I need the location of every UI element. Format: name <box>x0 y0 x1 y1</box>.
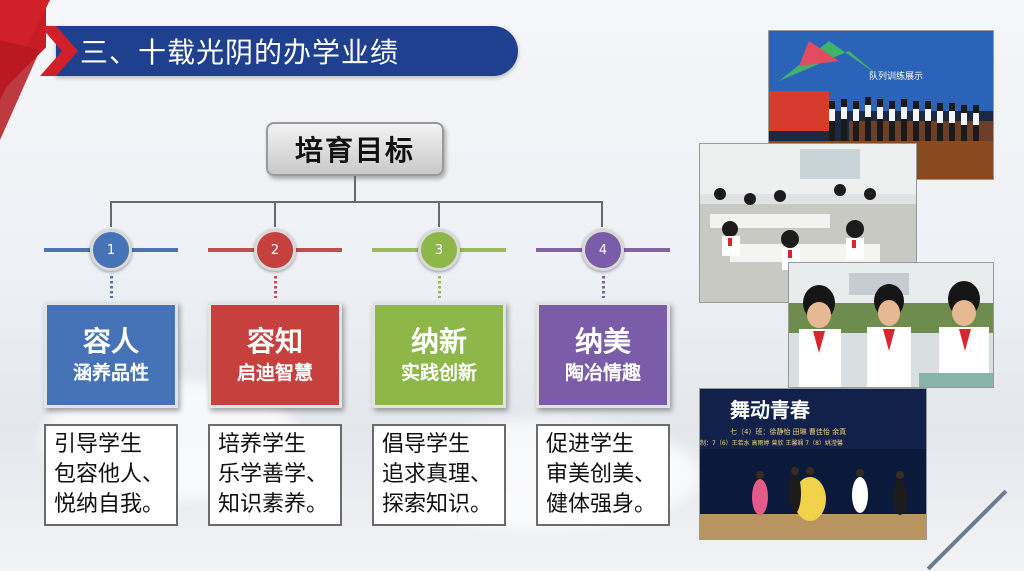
goal-title: 纳美 <box>574 325 631 358</box>
goal-dotted-connector <box>274 276 277 298</box>
goal-number-badge: 2 <box>254 229 296 271</box>
goal-dotted-connector <box>438 276 441 298</box>
goal-dotted-connector <box>602 276 605 298</box>
goal-description: 培养学生 乐学善学、 知识素养。 <box>218 432 329 517</box>
goal-description-box: 促进学生 审美创美、 健体强身。 <box>536 424 670 526</box>
goal-description-box: 倡导学生 追求真理、 探索知识。 <box>372 424 506 526</box>
dance-title-text: 舞动青春 <box>730 398 811 422</box>
connector-line <box>438 201 440 227</box>
red-corner-graphic <box>0 0 70 140</box>
goal-card: 容人涵养品性 <box>44 302 178 408</box>
connector-line <box>110 201 602 203</box>
goal-subtitle: 涵养品性 <box>72 362 149 384</box>
goal-subtitle: 陶冶情趣 <box>564 362 641 384</box>
goal-root-node: 培育目标 <box>266 122 444 176</box>
connector-line <box>110 201 112 227</box>
goal-subtitle: 实践创新 <box>400 362 477 384</box>
dance-caption-1: 七（4）班：徐静怡 田琳 曹佳怡 余真 <box>730 427 846 436</box>
stage-banner-text: 队列训练展示 <box>869 70 923 82</box>
goal-number: 4 <box>598 242 608 258</box>
goal-description: 倡导学生 追求真理、 探索知识。 <box>382 432 493 517</box>
dance-performance-photo: 舞动青春 七（4）班：徐静怡 田琳 曹佳怡 余真 制：7（6）王若水 高雨婷 曾… <box>699 388 927 540</box>
goal-dotted-connector <box>110 276 113 298</box>
goal-description-box: 引导学生 包容他人、 悦纳自我。 <box>44 424 178 526</box>
title-arrow <box>40 26 80 80</box>
goal-number-badge: 1 <box>90 229 132 271</box>
page-title-bar: 三、十载光阴的办学业绩 <box>56 26 518 76</box>
goal-number: 2 <box>270 242 280 258</box>
goal-title: 纳新 <box>410 325 467 358</box>
connector-line <box>274 201 276 227</box>
goal-subtitle: 启迪智慧 <box>236 362 313 384</box>
goal-number-badge: 4 <box>582 229 624 271</box>
goal-root-label: 培育目标 <box>294 134 415 167</box>
page-title: 三、十载光阴的办学业绩 <box>80 36 400 69</box>
goal-number: 1 <box>106 242 116 258</box>
goal-number-badge: 3 <box>418 229 460 271</box>
goal-description: 促进学生 审美创美、 健体强身。 <box>546 432 657 517</box>
goal-description-box: 培养学生 乐学善学、 知识素养。 <box>208 424 342 526</box>
goal-card: 纳新实践创新 <box>372 302 506 408</box>
goal-title: 容人 <box>82 325 139 358</box>
goal-title: 容知 <box>246 325 303 358</box>
students-experiment-photo <box>788 262 994 388</box>
connector-line <box>601 201 603 227</box>
dance-caption-2: 制：7（6）王若水 高雨婷 曾欣 王馨娴 7（8）姚滢馨 <box>700 439 843 447</box>
connector-line <box>354 176 356 202</box>
goal-description: 引导学生 包容他人、 悦纳自我。 <box>54 432 165 517</box>
goal-card: 容知启迪智慧 <box>208 302 342 408</box>
goal-card: 纳美陶冶情趣 <box>536 302 670 408</box>
goal-number: 3 <box>434 242 444 258</box>
corner-stripe <box>926 489 1008 571</box>
